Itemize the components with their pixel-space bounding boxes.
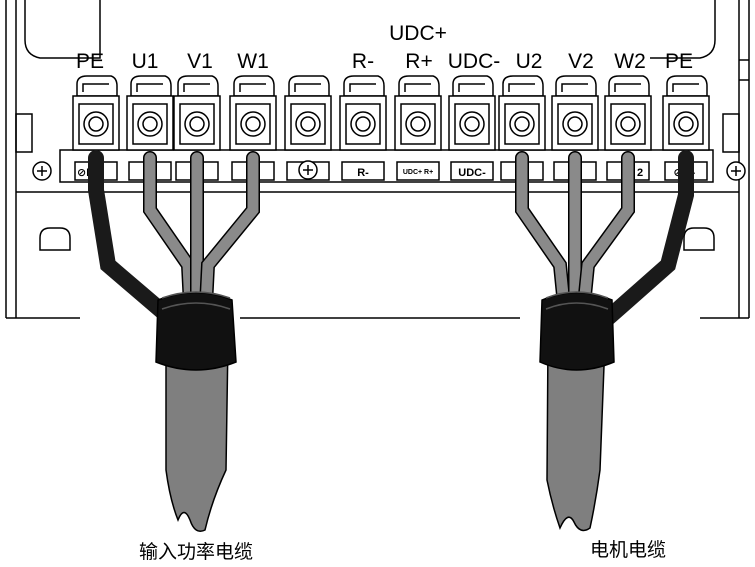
motor-wire-pe — [600, 150, 694, 326]
terminal-blank — [284, 75, 332, 181]
terminal-w1 — [229, 75, 277, 181]
label-v2: V2 — [568, 50, 594, 73]
terminal-v1 — [173, 75, 221, 181]
ground-screw-center — [298, 160, 318, 180]
motor-cable — [515, 150, 694, 532]
label-u1: U1 — [132, 50, 159, 73]
side-screw-left — [32, 161, 52, 181]
side-screw-right — [726, 161, 746, 181]
input-cable-gland — [155, 291, 237, 371]
label-u2: U2 — [516, 50, 543, 73]
input-power-cable — [88, 150, 260, 532]
label-r-minus: R- — [352, 50, 374, 73]
label-r-plus: R+ — [405, 50, 432, 73]
motor-cable-gland — [539, 291, 615, 371]
terminal-row — [72, 75, 710, 181]
caption-motor-cable: 电机电缆 — [590, 539, 666, 561]
label-w2: W2 — [614, 50, 646, 73]
plate-label-udc-r: UDC+ R+ — [403, 169, 433, 176]
label-v1: V1 — [187, 50, 213, 73]
caption-input-power-cable: 输入功率电缆 — [139, 541, 253, 563]
terminal-udc-minus — [448, 75, 496, 181]
drive-housing — [5, 0, 750, 319]
label-pe-left: PE — [76, 50, 104, 73]
label-udc-minus: UDC- — [448, 50, 501, 73]
terminal-labels: PE U1 V1 W1 R- UDC+ R+ UDC- U2 V2 W2 PE — [76, 22, 693, 73]
label-udc-plus: UDC+ — [389, 22, 447, 45]
input-wire-pe — [88, 150, 178, 326]
plate-label-r-minus: R- — [357, 167, 369, 179]
terminal-r-minus — [339, 75, 387, 181]
plate-label-w2-partial: 2 — [637, 167, 643, 179]
terminal-r-plus — [394, 75, 442, 181]
label-pe-right: PE — [665, 50, 693, 73]
terminal-u1 — [126, 75, 174, 181]
input-cable-sheath — [165, 339, 229, 532]
motor-cable-sheath — [546, 339, 606, 532]
plate-label-udc-minus: UDC- — [458, 167, 486, 179]
label-w1: W1 — [237, 50, 269, 73]
terminal-pe-right — [662, 75, 710, 181]
